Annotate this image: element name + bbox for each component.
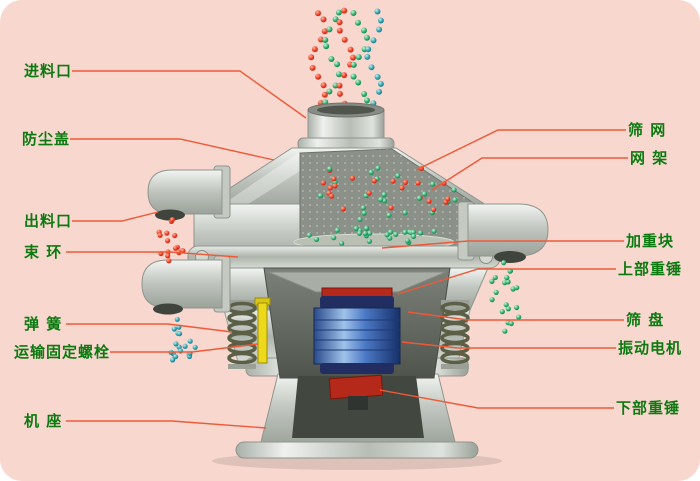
- lower-hammer-part: [328, 374, 384, 400]
- label-discharge-outlet: 出料口: [24, 212, 73, 230]
- label-lower-hammer: 下部重锤: [616, 399, 681, 417]
- label-vibration-motor: 振动电机: [618, 339, 683, 357]
- leader-clamp-ring: [66, 251, 239, 258]
- label-feed-inlet: 进料口: [24, 62, 73, 80]
- leader-spring: [66, 323, 233, 333]
- spring-left-part: [227, 300, 257, 369]
- interior-particles-upper: [317, 165, 458, 222]
- machine-body: [141, 102, 549, 459]
- label-upper-hammer: 上部重锤: [618, 260, 683, 278]
- leader-feed-inlet: [72, 70, 307, 119]
- leader-weight-block: [381, 240, 624, 249]
- interior-particles-lower: [306, 225, 437, 246]
- label-clamp-ring: 束 环: [24, 243, 63, 261]
- upper-outlet-part: [147, 165, 231, 221]
- leader-screen-mesh: [415, 129, 626, 171]
- leader-discharge-outlet: [72, 211, 159, 222]
- right-outlet-particles: [489, 260, 522, 334]
- leader-vibration-motor: [401, 341, 616, 349]
- motor-shaft: [348, 396, 368, 410]
- upper-outlet-particles: [156, 217, 186, 264]
- label-transport-bolt: 运输固定螺栓: [14, 343, 111, 361]
- feed-inlet-part: [297, 102, 395, 151]
- leader-sieve-tray: [407, 311, 624, 321]
- leader-lines: [66, 70, 628, 429]
- leader-transport-bolt: [110, 343, 259, 353]
- leader-upper-hammer: [397, 268, 616, 295]
- label-sieve-tray: 筛 盘: [626, 311, 665, 329]
- vibration-motor-part: [313, 296, 401, 374]
- leader-lower-hammer: [379, 389, 614, 409]
- label-spring: 弹 簧: [24, 315, 63, 333]
- label-weight-block: 加重块: [626, 232, 675, 250]
- leader-dust-cover: [70, 138, 275, 161]
- leader-mesh-frame: [431, 157, 628, 191]
- label-dust-cover: 防尘盖: [22, 130, 71, 148]
- right-outlet-part: [457, 201, 549, 263]
- label-mesh-frame: 网 架: [630, 149, 669, 167]
- interior-cutaway-upper: [293, 148, 479, 251]
- label-screen-mesh: 筛 网: [628, 121, 667, 139]
- transport-bolt-part: [254, 297, 271, 364]
- interior-cutaway-lower: [263, 267, 451, 438]
- leader-machine-base: [66, 420, 267, 429]
- lower-outlet-part: [141, 255, 231, 315]
- sieve-tray-part: [267, 271, 447, 293]
- label-machine-base: 机 座: [24, 412, 63, 430]
- lower-outlet-particles: [168, 316, 198, 363]
